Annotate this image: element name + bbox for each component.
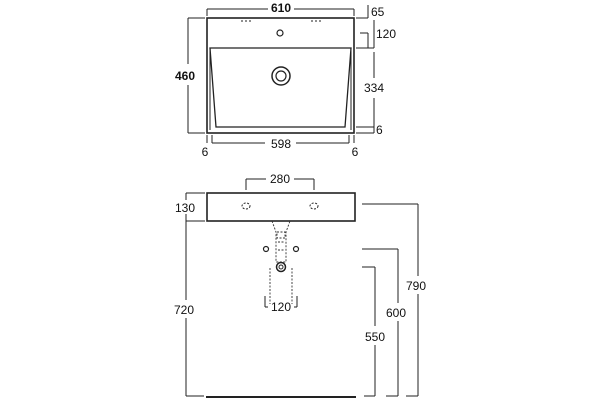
dim-left-elevation: 130 720	[174, 192, 205, 397]
label-bowl-width: 598	[271, 137, 291, 151]
top-view: 610 460 65 120 334 6	[175, 1, 396, 159]
wall-outlet-right	[292, 245, 300, 253]
label-rim-height: 790	[406, 279, 426, 293]
dim-460: 460	[175, 17, 205, 134]
dim-120-waste: 120	[264, 296, 298, 314]
label-waste-height-550: 550	[365, 330, 385, 344]
waste-outlet-outer	[271, 66, 291, 86]
label-mount-height: 720	[174, 303, 194, 317]
label-bowl-depth: 334	[364, 81, 384, 95]
fixing-hole-right	[309, 202, 319, 210]
label-right-rim: 6	[352, 145, 359, 159]
dim-bottom-top: 6 598 6	[202, 135, 359, 159]
trap-outlet-outer	[275, 261, 287, 273]
basin-outline-front	[206, 192, 356, 222]
waste-outlet-inner	[275, 70, 287, 82]
dim-right-elevation: 790 600 550	[362, 203, 426, 397]
wall-outlet-left	[262, 245, 270, 253]
dim-280: 280	[245, 172, 315, 190]
label-basin-height: 130	[175, 201, 195, 215]
label-tap-deck: 120	[376, 27, 396, 41]
label-width-total: 610	[271, 1, 291, 15]
trap-outlet-inner	[278, 264, 284, 270]
label-back-deck: 65	[371, 5, 385, 19]
tap-hole	[276, 29, 284, 37]
bowl-outline	[209, 47, 352, 128]
label-waste-width: 120	[271, 300, 291, 314]
front-elevation: 280 120	[174, 172, 426, 398]
fixing-hole-left	[241, 202, 251, 210]
label-waste-height-600: 600	[386, 306, 406, 320]
label-fixing-centres: 280	[270, 172, 290, 186]
label-left-rim: 6	[202, 145, 209, 159]
dim-right-top: 65 120 334 6	[356, 5, 396, 137]
label-front-rim: 6	[376, 123, 383, 137]
basin-outline-top	[206, 17, 355, 134]
label-depth-total: 460	[175, 69, 195, 83]
dim-610: 610	[206, 1, 355, 16]
